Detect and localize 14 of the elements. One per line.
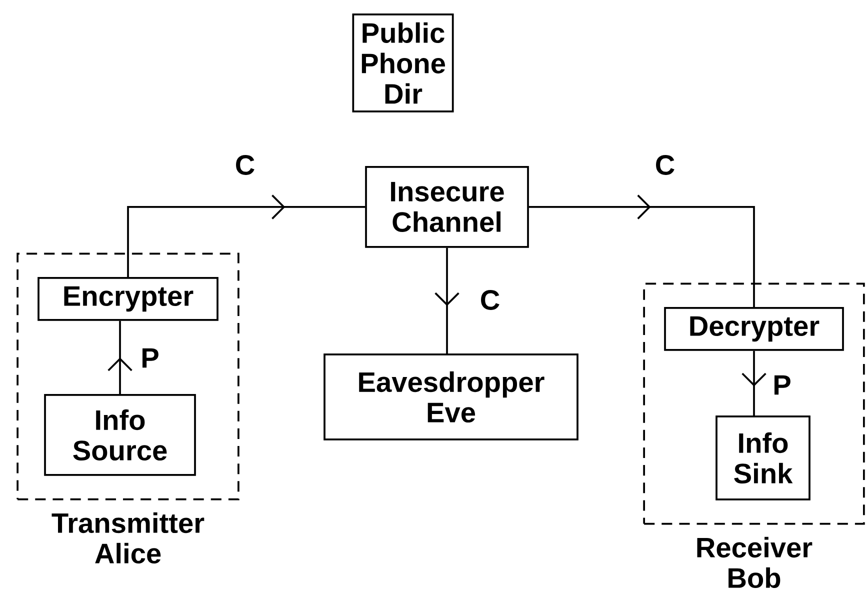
edge-label: P [139,347,161,369]
edge-label: C [654,154,676,176]
edge-label: C [478,288,502,312]
labeled-box: Info Sink [716,416,810,500]
labeled-box: Info Source [44,394,196,476]
labeled-box: Encrypter [38,277,218,321]
group-label: Transmitter Alice [52,512,204,564]
labeled-box: Eavesdropper Eve [324,354,578,440]
labeled-box: Decrypter [664,307,844,351]
labeled-box: Public Phone Dir [352,14,454,112]
edge-label: P [771,374,793,396]
labeled-box: Insecure Channel [365,166,529,248]
edge-label: C [234,154,256,176]
group-label: Receiver Bob [697,536,812,588]
